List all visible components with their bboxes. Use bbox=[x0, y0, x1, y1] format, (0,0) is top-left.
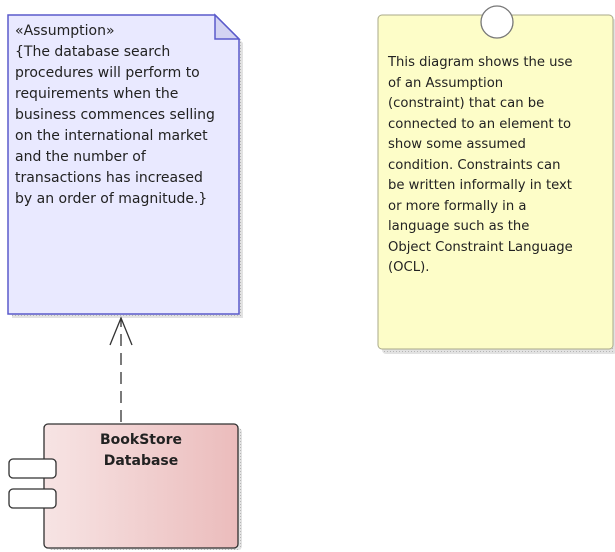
folded-corner-icon bbox=[214, 13, 241, 40]
note-element[interactable] bbox=[377, 5, 615, 354]
component-element[interactable] bbox=[8, 423, 242, 550]
component-port-icon bbox=[8, 488, 57, 509]
pin-icon bbox=[480, 5, 514, 39]
note-line: or more formally in a bbox=[388, 198, 527, 214]
assumption-line: {The database search bbox=[15, 44, 171, 60]
assumption-line: and the number of bbox=[15, 149, 146, 165]
assumption-element[interactable] bbox=[7, 13, 243, 318]
assumption-line: by an order of magnitude.} bbox=[15, 191, 208, 207]
component-body bbox=[43, 423, 239, 549]
note-line: condition. Constraints can bbox=[388, 157, 561, 173]
note-line: show some assumed bbox=[388, 137, 526, 152]
component-name-line: Database bbox=[103, 453, 179, 469]
dependency-connector[interactable] bbox=[109, 316, 133, 422]
assumption-stereotype: «Assumption» bbox=[15, 23, 115, 39]
assumption-body bbox=[7, 14, 240, 315]
assumption-line: business commences selling bbox=[15, 107, 215, 123]
note-text: This diagram shows the use of an Assumpt… bbox=[388, 53, 614, 279]
component-name: BookStore Database bbox=[44, 430, 238, 472]
note-line: be written informally in text bbox=[388, 178, 572, 193]
assumption-line: requirements when the bbox=[15, 86, 179, 102]
assumption-text: «Assumption» {The database search proced… bbox=[15, 21, 247, 210]
note-line: This diagram shows the use bbox=[388, 55, 573, 70]
component-port-icon bbox=[8, 458, 57, 479]
note-line: (constraint) that can be bbox=[388, 96, 545, 111]
note-line: language such as the bbox=[388, 219, 530, 234]
note-line: connected to an element to bbox=[388, 116, 572, 132]
assumption-line: on the international market bbox=[15, 128, 208, 144]
component-name-line: BookStore bbox=[99, 432, 182, 448]
note-line: of an Assumption bbox=[388, 75, 504, 91]
arrowhead-icon bbox=[109, 316, 133, 346]
note-line: (OCL). bbox=[388, 260, 430, 275]
assumption-line: procedures will perform to bbox=[15, 65, 200, 81]
assumption-line: transactions has increased bbox=[15, 170, 203, 186]
note-line: Object Constraint Language bbox=[388, 239, 573, 255]
